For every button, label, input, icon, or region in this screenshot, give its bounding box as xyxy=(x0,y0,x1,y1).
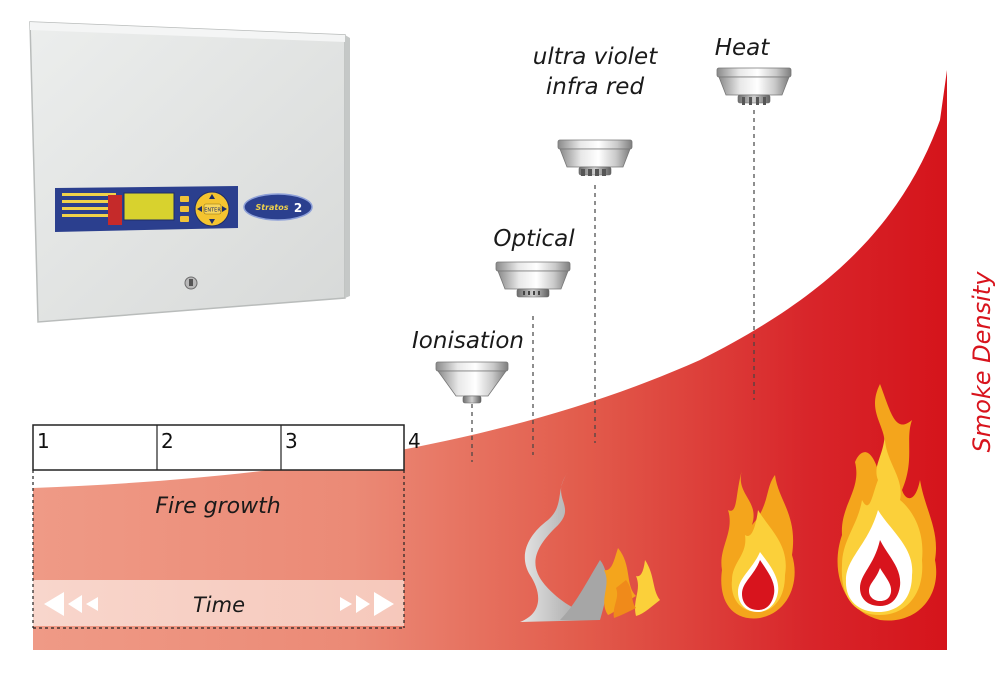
smoke-plume-icon xyxy=(520,472,607,622)
uv-label: ultra violet xyxy=(533,44,658,70)
panel-brand-number: 2 xyxy=(294,201,302,215)
ir-label: infra red xyxy=(546,74,645,100)
ionisation-detector-icon xyxy=(435,361,509,404)
smoke-density-curve-area xyxy=(33,70,947,650)
time-arrows-left-icon xyxy=(44,592,98,616)
fire-growth-label: Fire growth xyxy=(155,494,280,519)
heat-detector-icon xyxy=(716,67,792,105)
ionisation-label: Ionisation xyxy=(412,328,524,354)
large-flame-icon xyxy=(837,384,937,621)
panel-brand-badge xyxy=(243,193,313,221)
uv-ir-detector-icon xyxy=(557,139,633,176)
time-label: Time xyxy=(193,593,245,617)
panel-lcd-display xyxy=(123,192,175,221)
optical-label: Optical xyxy=(493,226,575,252)
time-arrows-right-icon xyxy=(340,592,394,616)
small-flame-icon xyxy=(604,548,660,618)
fire-alarm-panel: ENTER Stratos 2 xyxy=(29,21,350,323)
stage-number-4: 4 xyxy=(408,429,421,453)
panel-enter-button xyxy=(203,203,222,215)
panel-enter-label: ENTER xyxy=(204,208,221,214)
stage-number-3: 3 xyxy=(285,429,298,453)
stage-number-2: 2 xyxy=(161,429,174,453)
stage-box xyxy=(32,424,405,471)
smoke-density-label: Smoke Density xyxy=(968,271,996,453)
panel-brand-text: Stratos xyxy=(255,203,288,212)
heat-label: Heat xyxy=(715,35,771,61)
optical-detector-icon xyxy=(495,261,571,298)
stage-number-1: 1 xyxy=(37,429,50,453)
medium-flame-icon xyxy=(721,470,795,619)
